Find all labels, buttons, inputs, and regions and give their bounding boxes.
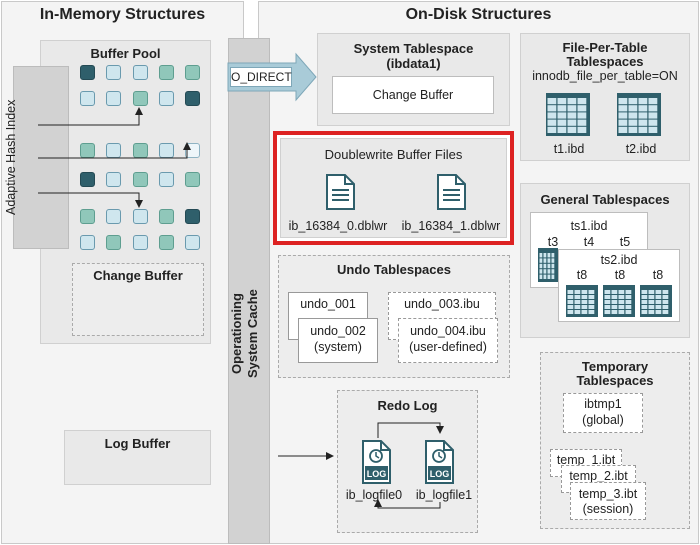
buffer-page — [185, 235, 200, 250]
buffer-page — [185, 91, 200, 106]
buffer-page — [133, 172, 148, 187]
ts1-label: ts1.ibd — [570, 219, 608, 233]
buffer-page — [133, 209, 148, 224]
buffer-page — [106, 172, 121, 187]
buffer-page — [185, 209, 200, 224]
ts2-t8b: t8 — [614, 268, 626, 282]
buffer-page — [159, 172, 174, 187]
file-per-table-setting: innodb_file_per_table=ON — [532, 69, 678, 83]
undo-002-box: undo_002 (system) — [298, 318, 378, 363]
t1-table-icon — [546, 93, 590, 136]
buffer-page — [159, 65, 174, 80]
on-disk-title: On-Disk Structures — [405, 6, 552, 23]
buffer-page — [80, 235, 95, 250]
temp1-label: temp_1.ibt — [556, 453, 616, 467]
logfile0-icon: LOG — [362, 440, 391, 484]
undo-003-label: undo_003.ibu — [404, 297, 480, 311]
buffer-page — [106, 91, 121, 106]
ts2-t8a-table-icon — [566, 285, 598, 317]
system-tablespace-panel: System Tablespace (ibdata1) Change Buffe… — [317, 33, 510, 126]
in-memory-title: In-Memory Structures — [39, 6, 206, 23]
temp3-sub: (session) — [582, 502, 634, 516]
dblwr-file-icon-1 — [437, 174, 466, 210]
buffer-page — [159, 91, 174, 106]
system-tablespace-title: System Tablespace — [353, 41, 474, 56]
log-badge-text: LOG — [367, 469, 387, 479]
buffer-page — [106, 65, 121, 80]
log-buffer-title: Log Buffer — [104, 436, 171, 451]
undo-tablespaces-title: Undo Tablespaces — [337, 262, 451, 277]
redo-log-title: Redo Log — [377, 398, 438, 413]
disk-change-buffer-label: Change Buffer — [372, 88, 454, 102]
t1-label: t1.ibd — [553, 142, 585, 156]
table-icons — [538, 93, 672, 317]
buffer-page — [133, 65, 148, 80]
log-badge-text: LOG — [430, 469, 450, 479]
buffer-page — [80, 91, 95, 106]
ts2-t8c-table-icon — [640, 285, 672, 317]
buffer-page — [80, 65, 95, 80]
ts2-label: ts2.ibd — [600, 253, 638, 267]
ibtmp1-label: ibtmp1 — [584, 397, 622, 411]
log-icons: LOG LOG — [362, 440, 454, 484]
doublewrite-panel: Doublewrite Buffer Files ib_16384_0.dblw… — [280, 138, 507, 238]
buffer-page — [185, 65, 200, 80]
doublewrite-title: Doublewrite Buffer Files — [324, 147, 463, 162]
undo-001-label: undo_001 — [300, 297, 356, 311]
buffer-page — [80, 172, 95, 187]
ts1-t3: t3 — [547, 235, 559, 249]
buffer-page — [185, 172, 200, 187]
o-direct-text: O_DIRECT — [231, 70, 292, 84]
redo-cycle — [374, 422, 444, 509]
temp2-label: temp_2.ibt — [569, 469, 628, 483]
dblwr-file-icon-0 — [326, 174, 355, 210]
memory-change-buffer: Change Buffer — [72, 263, 204, 336]
ts1-t5: t5 — [619, 235, 631, 249]
temporary-title-1: Temporary — [581, 359, 649, 374]
undo-004-sub: (user-defined) — [409, 340, 487, 354]
buffer-pool-title: Buffer Pool — [90, 46, 161, 61]
file-per-table-title-2: Tablespaces — [566, 54, 644, 69]
buffer-page — [159, 235, 174, 250]
undo-002-sub: (system) — [314, 340, 362, 354]
dblwr-file-1-label: ib_16384_1.dblwr — [401, 219, 501, 233]
memory-change-buffer-title: Change Buffer — [93, 268, 183, 283]
dblwr-file-0-label: ib_16384_0.dblwr — [288, 219, 388, 233]
ts1-t4: t4 — [583, 235, 595, 249]
ts2-t8a: t8 — [576, 268, 588, 282]
logfile0-label: ib_logfile0 — [345, 488, 403, 502]
system-tablespace-subtitle: (ibdata1) — [386, 56, 441, 71]
ahi-connectors — [38, 107, 191, 208]
buffer-page — [80, 209, 95, 224]
o-direct-label: O_DIRECT — [230, 67, 292, 87]
os-cache-column: Operationing System Cache — [228, 38, 270, 544]
buffer-page — [133, 91, 148, 106]
ibtmp1-sub: (global) — [582, 413, 624, 427]
logfile1-label: ib_logfile1 — [415, 488, 473, 502]
ts2-t8c: t8 — [652, 268, 664, 282]
buffer-page — [106, 209, 121, 224]
temp3-box: temp_3.ibt (session) — [570, 482, 646, 520]
ibtmp1-box: ibtmp1 (global) — [563, 393, 643, 433]
undo-004-box: undo_004.ibu (user-defined) — [398, 318, 498, 363]
logfile1-icon: LOG — [425, 440, 454, 484]
general-tablespaces-title: General Tablespaces — [540, 192, 670, 207]
log-buffer-panel: Log Buffer — [64, 430, 211, 485]
t2-table-icon — [617, 93, 661, 136]
redo-log-panel: Redo Log ib_logfile0 ib_logfile1 — [337, 390, 478, 533]
t2-label: t2.ibd — [625, 142, 657, 156]
buffer-page — [159, 209, 174, 224]
undo-004-label: undo_004.ibu — [410, 324, 486, 338]
disk-change-buffer: Change Buffer — [332, 76, 494, 114]
temporary-title-2: Tablespaces — [576, 373, 654, 388]
undo-002-label: undo_002 — [310, 324, 366, 338]
file-per-table-title-1: File-Per-Table — [562, 40, 648, 55]
buffer-page — [106, 235, 121, 250]
temp3-label: temp_3.ibt — [578, 487, 638, 501]
t3-table-icon — [538, 248, 558, 282]
ts2-t8b-table-icon — [603, 285, 635, 317]
buffer-page — [133, 235, 148, 250]
